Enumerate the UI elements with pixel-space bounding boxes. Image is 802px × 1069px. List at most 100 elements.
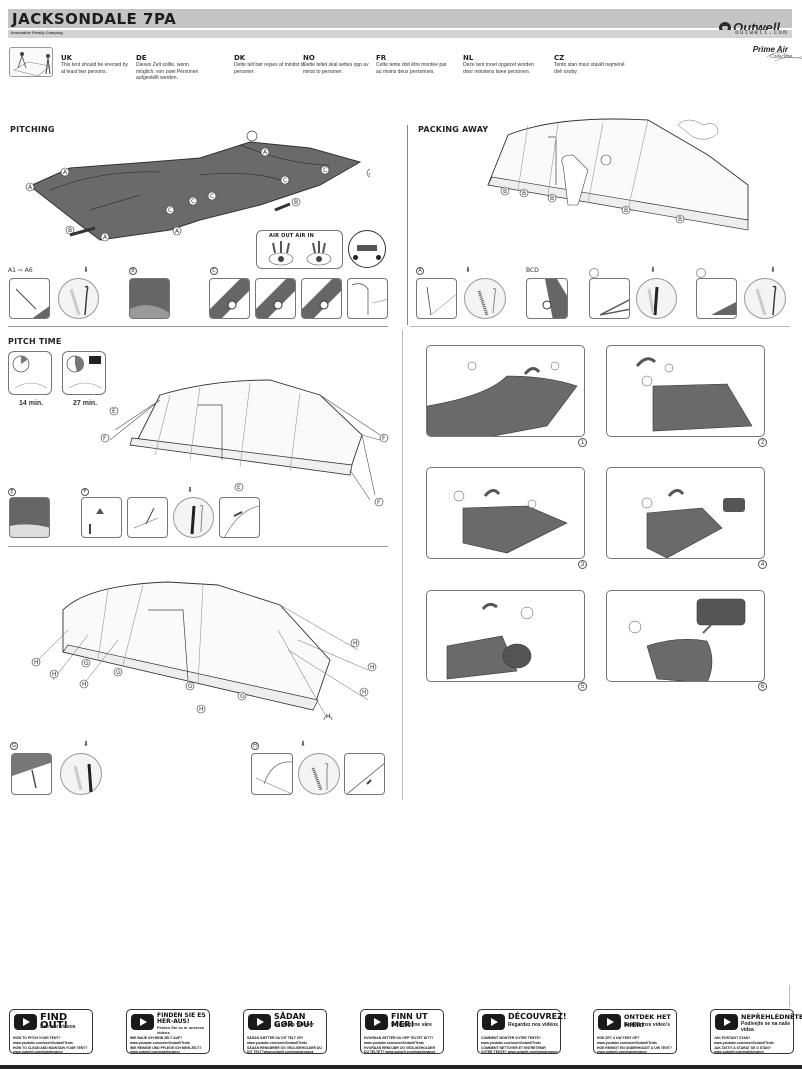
warning-text: This tent should be erected by at least … bbox=[61, 62, 128, 75]
lang-code: NO bbox=[303, 54, 315, 62]
svg-text:H: H bbox=[370, 664, 375, 671]
svg-text:H: H bbox=[82, 681, 87, 688]
svg-text:G: G bbox=[188, 683, 193, 690]
video-link[interactable]: www.outwell.com/maintenance bbox=[13, 1050, 63, 1054]
warning-text: Dieses Zelt sollte, wenn möglich, von zw… bbox=[136, 62, 199, 81]
warning-text: Tento stan musí stavět nejméně dvě osoby… bbox=[554, 62, 625, 75]
pack-step-label-blank bbox=[696, 268, 706, 278]
video-link[interactable]: www.youtube.com/user/OutwellTents bbox=[481, 1041, 541, 1045]
svg-text:F: F bbox=[377, 499, 381, 506]
svg-text:B: B bbox=[550, 195, 554, 202]
video-card-de[interactable]: FINDEN SIE ES HER-AUS! Finden Sie es in … bbox=[126, 1009, 210, 1054]
down-arrow-icon: ⬇ bbox=[465, 267, 471, 274]
video-line: HOE ZET U UW TENT OP? bbox=[597, 1036, 640, 1040]
fold-step-number-5: 5 bbox=[578, 682, 587, 691]
air-valve-icons bbox=[268, 241, 332, 266]
video-line: WIE REINIGE UND PFLEGE ICH MEIN ZELT? bbox=[130, 1046, 202, 1050]
video-card-dk[interactable]: SÅDAN GØR DU! Se vores videoer SÅDAN SÆT… bbox=[243, 1009, 327, 1054]
step-g-image bbox=[11, 753, 52, 795]
video-link[interactable]: www.youtube.com/user/OutwellTents bbox=[364, 1041, 424, 1045]
svg-text:F: F bbox=[103, 435, 107, 442]
video-title: FIND OUT! bbox=[40, 1012, 69, 1031]
svg-text:C: C bbox=[168, 207, 172, 214]
video-link[interactable]: www.youtube.com/user/OutwellTents bbox=[13, 1041, 73, 1045]
pack-step-a-image bbox=[416, 278, 457, 319]
video-link[interactable]: www.youtube.com/user/OutwellTents bbox=[130, 1041, 190, 1045]
video-link[interactable]: www.youtube.com/user/OutwellTents bbox=[714, 1041, 774, 1045]
step-label-f: F bbox=[81, 488, 89, 496]
svg-text:H: H bbox=[52, 671, 57, 678]
collection-sub: Collection bbox=[770, 54, 792, 60]
down-arrow-icon: ⬇ bbox=[83, 741, 89, 748]
video-card-cz[interactable]: NEPŘEHLÉDNĚTE! Podívejte se na naše vide… bbox=[710, 1009, 802, 1054]
column-divider bbox=[407, 125, 408, 325]
section-title-pitching: PITCHING bbox=[10, 125, 55, 134]
video-link[interactable]: www.outwell.com/maintenance bbox=[714, 1050, 764, 1054]
pressure-gauge-icon bbox=[348, 230, 386, 268]
section-title-packing-away: PACKING AWAY bbox=[418, 125, 489, 134]
svg-text:F: F bbox=[382, 435, 386, 442]
peg-type-icon bbox=[464, 278, 506, 319]
video-link[interactable]: www.outwell.com/maintenance bbox=[597, 1050, 647, 1054]
video-link[interactable]: DIT TELT?www.outwell.com/maintenance bbox=[247, 1050, 314, 1054]
video-line: HVORDAN RENGJØR OG VEDLIKEHOLDER bbox=[364, 1046, 436, 1050]
warning-text: Deze tent moet opgezet worden door minst… bbox=[463, 62, 534, 75]
pack-step-label-a: A bbox=[416, 267, 424, 275]
video-link[interactable]: DU TELTET? www.outwell.com/maintenance bbox=[364, 1050, 436, 1054]
video-subtitle: Regardez nos vidéos bbox=[508, 1022, 559, 1028]
youtube-play-icon bbox=[131, 1014, 154, 1030]
video-link[interactable]: www.youtube.com/user/OutwellTents bbox=[597, 1041, 657, 1045]
svg-text:C: C bbox=[283, 177, 287, 184]
step-h-image bbox=[251, 753, 293, 795]
video-card-no[interactable]: FINN UT MER! Se videoene våre HVORDAN SE… bbox=[360, 1009, 444, 1054]
video-card-uk[interactable]: FIND OUT! See our videos HOW TO PITCH YO… bbox=[9, 1009, 93, 1054]
youtube-play-icon bbox=[248, 1014, 271, 1030]
step-c-image-1 bbox=[209, 278, 250, 319]
fold-step-number-2: 2 bbox=[758, 438, 767, 447]
warning-text: Dette teltet skal settes opp av minst to… bbox=[303, 62, 369, 75]
footer-line bbox=[0, 1065, 802, 1069]
collection-name: Prime Air bbox=[752, 45, 788, 54]
svg-text:H: H bbox=[353, 640, 358, 647]
collection-logo: Prime Air Collection bbox=[752, 45, 802, 62]
fold-step-6 bbox=[606, 590, 765, 682]
down-arrow-icon: ⬇ bbox=[770, 267, 776, 274]
divider bbox=[8, 326, 388, 327]
two-persons-icon bbox=[13, 52, 51, 77]
video-subtitle: Se videoene våre bbox=[391, 1022, 432, 1028]
fold-step-2 bbox=[606, 345, 765, 437]
lang-code: NL bbox=[463, 54, 474, 62]
step-label-h: H bbox=[251, 742, 259, 750]
video-card-nl[interactable]: ONTDEK HET HIER! Bekijk onze video's HOE… bbox=[593, 1009, 677, 1054]
pitch-time-card-2 bbox=[62, 351, 106, 395]
lang-code: UK bbox=[61, 54, 73, 62]
warning-text: Dette telt bør rejses af mindst to perso… bbox=[234, 62, 305, 75]
step-e-image bbox=[9, 497, 50, 538]
swoosh-icon bbox=[766, 52, 802, 62]
video-title: SÅDAN GØR DU! bbox=[274, 1012, 314, 1029]
pitch-time-card-1 bbox=[8, 351, 52, 395]
step-h-image-2 bbox=[344, 753, 385, 795]
video-link[interactable]: VOTRE TENTE? www.outwell.com/maintenance bbox=[481, 1050, 558, 1054]
peg-type-icon bbox=[636, 278, 677, 319]
video-link[interactable]: www.youtube.com/user/OutwellTents bbox=[247, 1041, 307, 1045]
pack-step-bcd-image bbox=[526, 278, 568, 319]
video-subtitle: Finden Sie es in unseren videos bbox=[157, 1025, 205, 1035]
fold-step-4 bbox=[606, 467, 765, 559]
svg-text:H: H bbox=[34, 659, 39, 666]
video-subtitle: Bekijk onze video's bbox=[624, 1022, 670, 1028]
section-title-pitch-time: PITCH TIME bbox=[8, 337, 62, 346]
svg-text:C: C bbox=[323, 167, 327, 174]
video-line: COMMENT MONTER VOTRE TENTE? bbox=[481, 1036, 541, 1040]
down-arrow-icon: ⬇ bbox=[187, 487, 193, 494]
lang-code: FR bbox=[376, 54, 387, 62]
video-card-fr[interactable]: DÉCOUVREZ! Regardez nos vidéos COMMENT M… bbox=[477, 1009, 567, 1054]
page-title: JACKSONDALE 7PA bbox=[12, 10, 177, 28]
peg-type-icon bbox=[60, 753, 102, 795]
fold-step-number-3: 3 bbox=[578, 560, 587, 569]
video-link[interactable]: www.outwell.com/maintenance bbox=[130, 1050, 180, 1054]
svg-text:A: A bbox=[28, 184, 33, 191]
svg-text:G: G bbox=[84, 660, 89, 667]
